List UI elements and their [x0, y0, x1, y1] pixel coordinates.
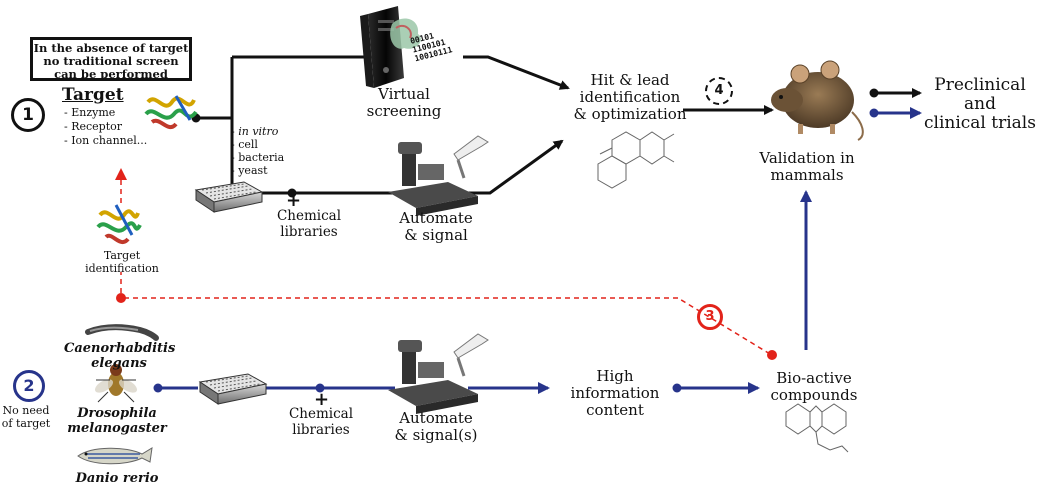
microplate-icon-bottom: [198, 373, 268, 405]
note-line-3: can be performed: [54, 67, 168, 81]
robotic-microscope-icon-top: [388, 135, 489, 216]
assay-list: - in vitro - cell - bacteria - yeast: [231, 125, 285, 177]
step-1-badge: 1: [11, 98, 45, 132]
blue-path: [153, 107, 922, 394]
protein-structure-icon: [144, 95, 198, 130]
computer-tower-icon: [360, 6, 421, 88]
chemical-libraries-bottom: Chemical libraries: [288, 406, 354, 438]
robotic-microscope-icon-bottom: [388, 333, 489, 414]
target-item-receptor: - Receptor: [64, 120, 123, 133]
assay-bacteria: - bacteria: [231, 151, 285, 164]
target-title: Target: [62, 85, 124, 105]
chemical-libraries-top: Chemical libraries: [276, 208, 342, 240]
virtual-screening-label: Virtual screening: [366, 85, 442, 120]
bioactive-compounds-label: Bio-active compounds: [770, 369, 858, 404]
c-elegans-icon: [85, 324, 159, 341]
black-path: [191, 55, 922, 198]
note-box: In the absence of target no traditional …: [30, 37, 192, 81]
step-4-badge: 4: [705, 77, 733, 105]
protein-structure-icon-2: [96, 204, 142, 245]
danio-rerio-label: Danio rerio: [75, 471, 159, 486]
preclinical-label: Preclinical and clinical trials: [924, 75, 1036, 133]
plus-sign-bottom: +: [314, 389, 330, 410]
step-3-badge: 3: [697, 304, 723, 330]
target-list: - Enzyme - Receptor - Ion channel...: [64, 106, 147, 148]
assay-yeast: - yeast: [231, 164, 268, 177]
note-line-1: In the absence of target: [33, 41, 189, 55]
chem-lib-bottom-dot: [315, 383, 325, 393]
danio-rerio-icon: [77, 447, 153, 465]
chemical-structure-icon-hit: [597, 131, 675, 189]
assay-in-vitro: in vitro: [238, 125, 279, 138]
automate-signal-top: Automate & signal: [399, 209, 473, 244]
chem-lib-top-dot: [287, 188, 297, 198]
validation-label: Validation in mammals: [759, 149, 855, 184]
no-need-target-label: No need of target: [1, 404, 51, 430]
target-identification-label: Target identification: [85, 249, 159, 275]
c-elegans-label: Caenorhabditis elegans: [64, 341, 176, 371]
red-path: [115, 168, 777, 360]
step-2-badge: 2: [13, 370, 45, 402]
mouse-icon: [771, 60, 864, 141]
assay-cell: - cell: [231, 138, 258, 151]
automate-signals-bottom: Automate & signal(s): [394, 409, 478, 444]
drosophila-label: Drosophila melanogaster: [67, 406, 167, 436]
high-information-content-label: High information content: [570, 367, 660, 419]
microplate-icon-top: [194, 181, 264, 213]
chemical-structure-icon-bioactive: [785, 403, 849, 453]
hit-lead-label: Hit & lead identification & optimization: [573, 71, 687, 123]
note-line-2: no traditional screen: [43, 54, 179, 68]
target-item-ion-channel: - Ion channel...: [64, 134, 148, 147]
drosophila-icon: [94, 364, 138, 403]
plus-sign-top: +: [286, 190, 302, 211]
target-item-enzyme: - Enzyme: [64, 106, 116, 119]
